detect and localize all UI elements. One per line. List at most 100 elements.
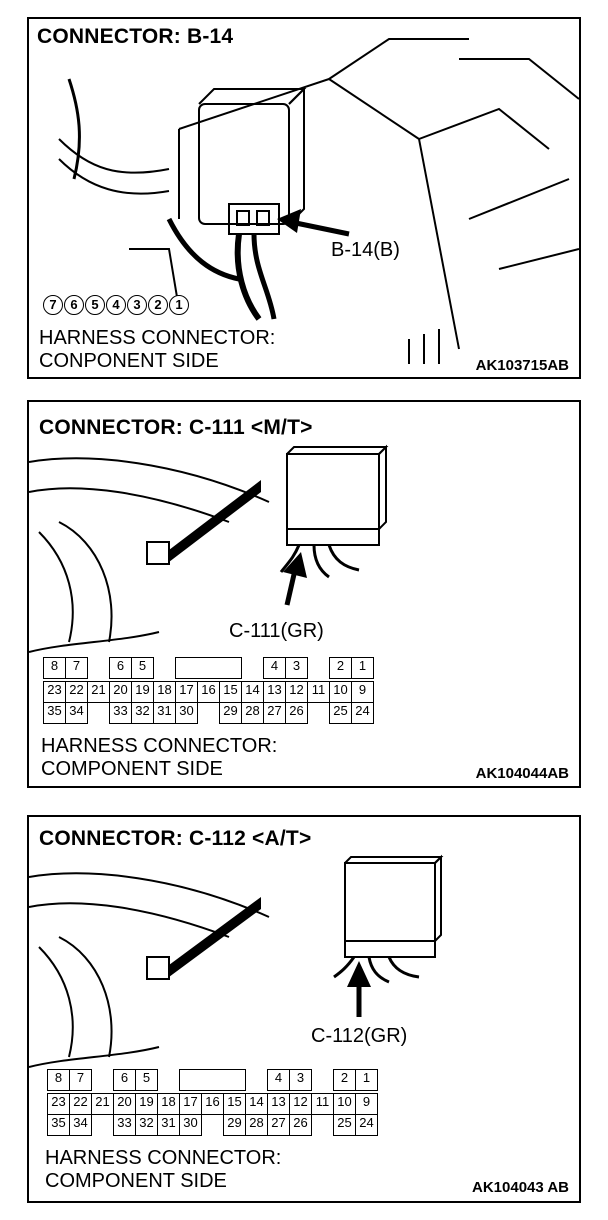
terminal-cell: 1 — [351, 657, 374, 679]
engine-bay-illustration — [58, 38, 579, 364]
terminal-cell: 1 — [355, 1069, 378, 1091]
terminal-blank-block — [175, 657, 242, 679]
terminal-cell: 22 — [69, 1093, 92, 1115]
terminal-cell: 11 — [311, 1093, 334, 1115]
pin-6: 6 — [64, 295, 84, 315]
panel-caption: HARNESS CONNECTOR: COMPONENT SIDE — [45, 1147, 281, 1193]
terminal-cell: 30 — [179, 1114, 202, 1136]
terminal-cell: 14 — [245, 1093, 268, 1115]
pin-5: 5 — [85, 295, 105, 315]
terminal-cell: 11 — [307, 681, 330, 703]
connector-label: C-112(GR) — [311, 1025, 408, 1047]
terminal-cell: 23 — [43, 681, 66, 703]
zoom-wedge — [169, 897, 261, 977]
terminal-cell: 13 — [263, 681, 286, 703]
terminal-cell: 18 — [153, 681, 176, 703]
panel-caption: HARNESS CONNECTOR: CONPONENT SIDE — [39, 327, 275, 373]
terminal-cell: 6 — [109, 657, 132, 679]
terminal-cell: 31 — [157, 1114, 180, 1136]
terminal-cell: 31 — [153, 702, 176, 724]
pointer-arrow-icon — [277, 209, 350, 237]
terminal-cell: 19 — [135, 1093, 158, 1115]
terminal-cell: 25 — [333, 1114, 356, 1136]
connector-label: C-111(GR) — [229, 620, 324, 642]
terminal-cell: 30 — [175, 702, 198, 724]
terminal-cell: 35 — [43, 702, 66, 724]
zoom-wedge — [169, 480, 261, 562]
pin-3: 3 — [127, 295, 147, 315]
caption-line-2: CONPONENT SIDE — [39, 350, 219, 372]
terminal-cell: 17 — [179, 1093, 202, 1115]
terminal-cell: 26 — [289, 1114, 312, 1136]
terminal-cell: 28 — [245, 1114, 268, 1136]
terminal-cell: 14 — [241, 681, 264, 703]
caption-line-2: COMPONENT SIDE — [41, 758, 223, 780]
terminal-cell: 33 — [109, 702, 132, 724]
panel-title: CONNECTOR: B-14 — [37, 25, 234, 48]
terminal-cell: 29 — [219, 702, 242, 724]
terminal-cell: 33 — [113, 1114, 136, 1136]
terminal-cell: 2 — [329, 657, 352, 679]
terminal-cell: 18 — [157, 1093, 180, 1115]
pin-4: 4 — [106, 295, 126, 315]
pointer-arrow-icon — [347, 961, 371, 1017]
terminal-cell: 32 — [135, 1114, 158, 1136]
terminal-cell: 8 — [47, 1069, 70, 1091]
terminal-cell: 16 — [201, 1093, 224, 1115]
terminal-cell: 13 — [267, 1093, 290, 1115]
terminal-cell: 22 — [65, 681, 88, 703]
connector-label: B-14(B) — [331, 239, 400, 261]
terminal-cell: 21 — [87, 681, 110, 703]
terminal-cell: 4 — [263, 657, 286, 679]
figure-code: AK104043 AB — [472, 1179, 569, 1196]
terminal-cell: 32 — [131, 702, 154, 724]
figure-code: AK104044AB — [475, 765, 569, 782]
caption-line-2: COMPONENT SIDE — [45, 1170, 227, 1192]
terminal-cell: 5 — [135, 1069, 158, 1091]
terminal-cell: 20 — [109, 681, 132, 703]
caption-line-1: HARNESS CONNECTOR: — [45, 1147, 282, 1169]
terminal-cell: 25 — [329, 702, 352, 724]
terminal-cell: 34 — [69, 1114, 92, 1136]
terminal-cell: 5 — [131, 657, 154, 679]
panel-caption: HARNESS CONNECTOR: COMPONENT SIDE — [41, 735, 277, 781]
terminal-cell: 10 — [329, 681, 352, 703]
terminal-cell: 23 — [47, 1093, 70, 1115]
caption-line-1: HARNESS CONNECTOR: — [39, 327, 276, 349]
dashboard-illustration — [29, 854, 444, 1068]
terminal-cell: 29 — [223, 1114, 246, 1136]
terminal-cell: 10 — [333, 1093, 356, 1115]
terminal-cell: 24 — [355, 1114, 378, 1136]
terminal-cell: 3 — [285, 657, 308, 679]
terminal-cell: 4 — [267, 1069, 290, 1091]
pin-1: 1 — [169, 295, 189, 315]
terminal-cell: 7 — [69, 1069, 92, 1091]
dashboard-illustration — [29, 444, 389, 653]
pin-2: 2 — [148, 295, 168, 315]
terminal-cell: 9 — [355, 1093, 378, 1115]
terminal-cell: 15 — [219, 681, 242, 703]
figure-code: AK103715AB — [475, 357, 569, 374]
terminal-cell: 12 — [285, 681, 308, 703]
terminal-blank-block — [179, 1069, 246, 1091]
terminal-cell: 6 — [113, 1069, 136, 1091]
terminal-cell: 12 — [289, 1093, 312, 1115]
terminal-cell: 27 — [263, 702, 286, 724]
terminal-cell: 21 — [91, 1093, 114, 1115]
terminal-cell: 3 — [289, 1069, 312, 1091]
pointer-arrow-icon — [283, 552, 307, 606]
terminal-cell: 7 — [65, 657, 88, 679]
pin-7: 7 — [43, 295, 63, 315]
caption-line-1: HARNESS CONNECTOR: — [41, 735, 278, 757]
panel-title: CONNECTOR: C-111 <M/T> — [39, 416, 313, 439]
terminal-cell: 27 — [267, 1114, 290, 1136]
terminal-cell: 2 — [333, 1069, 356, 1091]
terminal-cell: 28 — [241, 702, 264, 724]
terminal-cell: 35 — [47, 1114, 70, 1136]
